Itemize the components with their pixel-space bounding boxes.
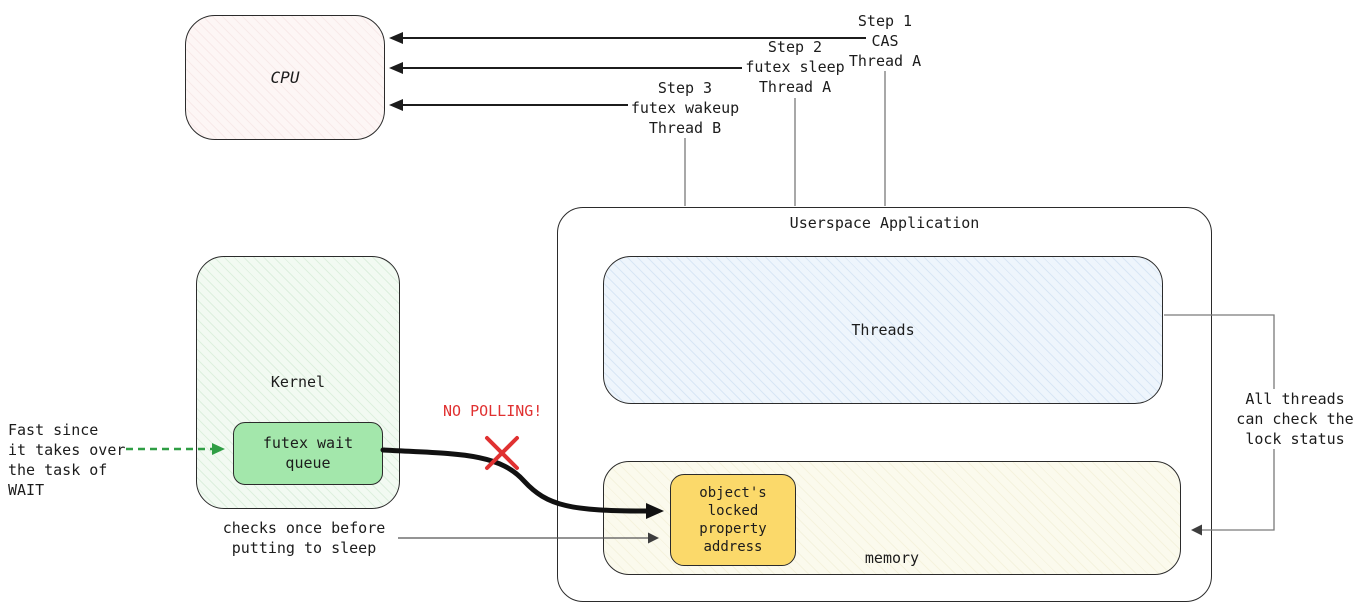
step1-label: Step 1 CAS Thread A [848,12,922,71]
cpu-label: CPU [270,68,300,87]
threads-box: Threads [603,256,1163,404]
userspace-application-title: Userspace Application [789,214,980,232]
threads-label: Threads [851,320,915,339]
kernel-title: Kernel [270,373,326,391]
step3-label: Step 3 futex wakeup Thread B [630,79,740,138]
all-threads-note: All threads can check the lock status [1231,389,1359,450]
no-polling-label: NO POLLING! [443,402,543,420]
checks-note: checks once before putting to sleep [222,519,386,558]
futex-wait-queue-box: futex wait queue [233,422,383,485]
memory-label: memory [864,549,920,567]
object-locked-property-address-box: object's locked property address [670,474,796,566]
step2-label: Step 2 futex sleep Thread A [745,38,845,97]
fast-note: Fast since it takes over the task of WAI… [8,421,126,500]
cpu-box: CPU [185,15,385,140]
no-polling-x-icon [485,436,519,470]
